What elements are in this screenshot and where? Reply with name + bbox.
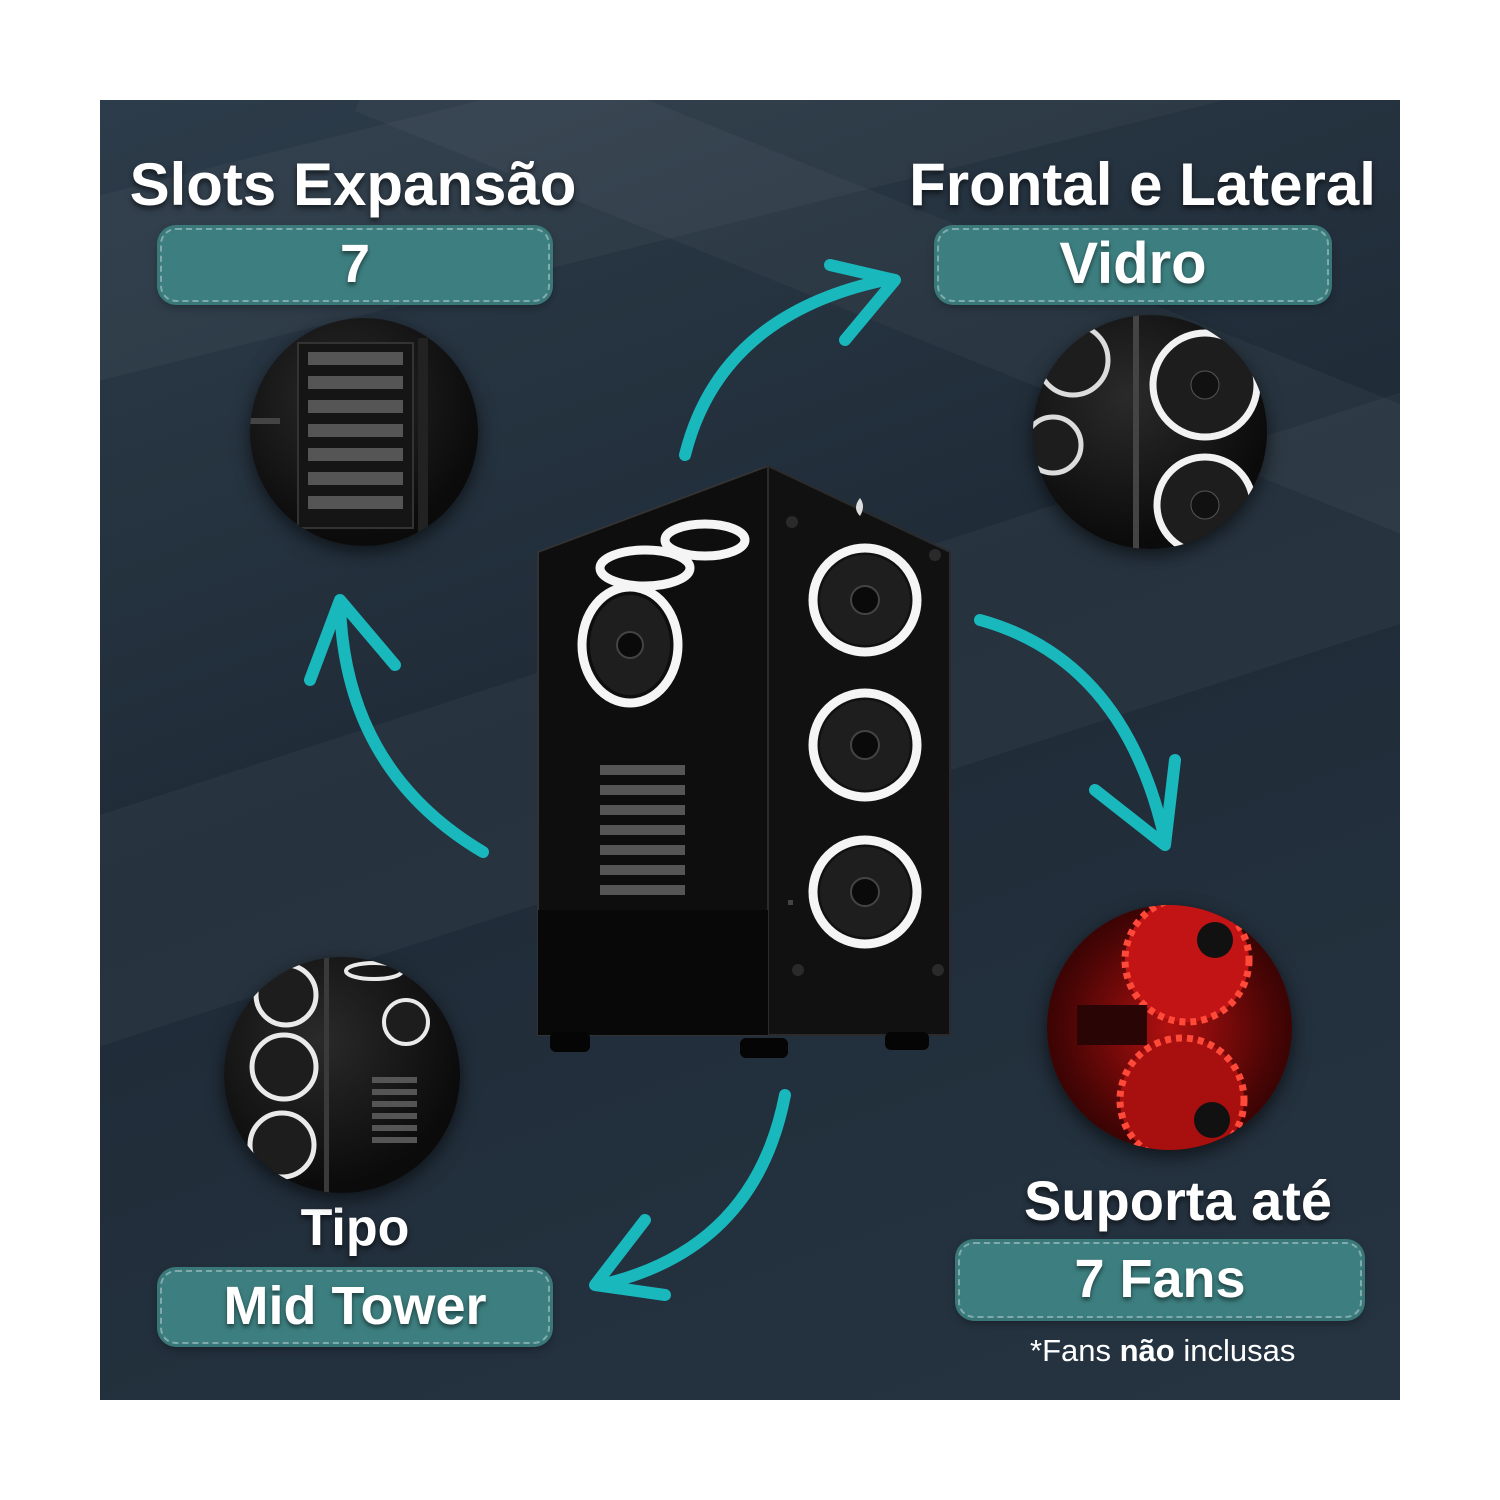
panel-title: Frontal e Lateral xyxy=(909,151,1376,218)
slots-title: Slots Expansão xyxy=(129,151,577,218)
fans-disclaimer: *Fans não inclusas xyxy=(1030,1333,1295,1369)
panel-value-badge: Vidro xyxy=(937,228,1329,302)
type-value-badge: Mid Tower xyxy=(160,1270,550,1344)
fans-value-badge: 7 Fans xyxy=(958,1242,1362,1318)
fans-detail-image xyxy=(1047,905,1292,1150)
type-title: Tipo xyxy=(300,1199,410,1257)
curved-arrow-icon xyxy=(974,610,1190,855)
pc-case-image xyxy=(520,460,970,1060)
curved-arrow-icon xyxy=(304,590,490,860)
fans-note-bold: não xyxy=(1119,1333,1175,1368)
fans-title: Suporta até xyxy=(1023,1169,1333,1232)
slots-detail-image xyxy=(250,318,478,546)
glass-detail-image xyxy=(1033,315,1267,549)
fans-note-prefix: *Fans xyxy=(1030,1333,1120,1368)
slots-value-badge: 7 xyxy=(160,228,550,302)
fans-note-suffix: inclusas xyxy=(1174,1333,1296,1368)
curved-arrow-icon xyxy=(679,255,910,465)
curved-arrow-icon xyxy=(585,1089,795,1301)
tower-detail-image xyxy=(224,957,460,1193)
